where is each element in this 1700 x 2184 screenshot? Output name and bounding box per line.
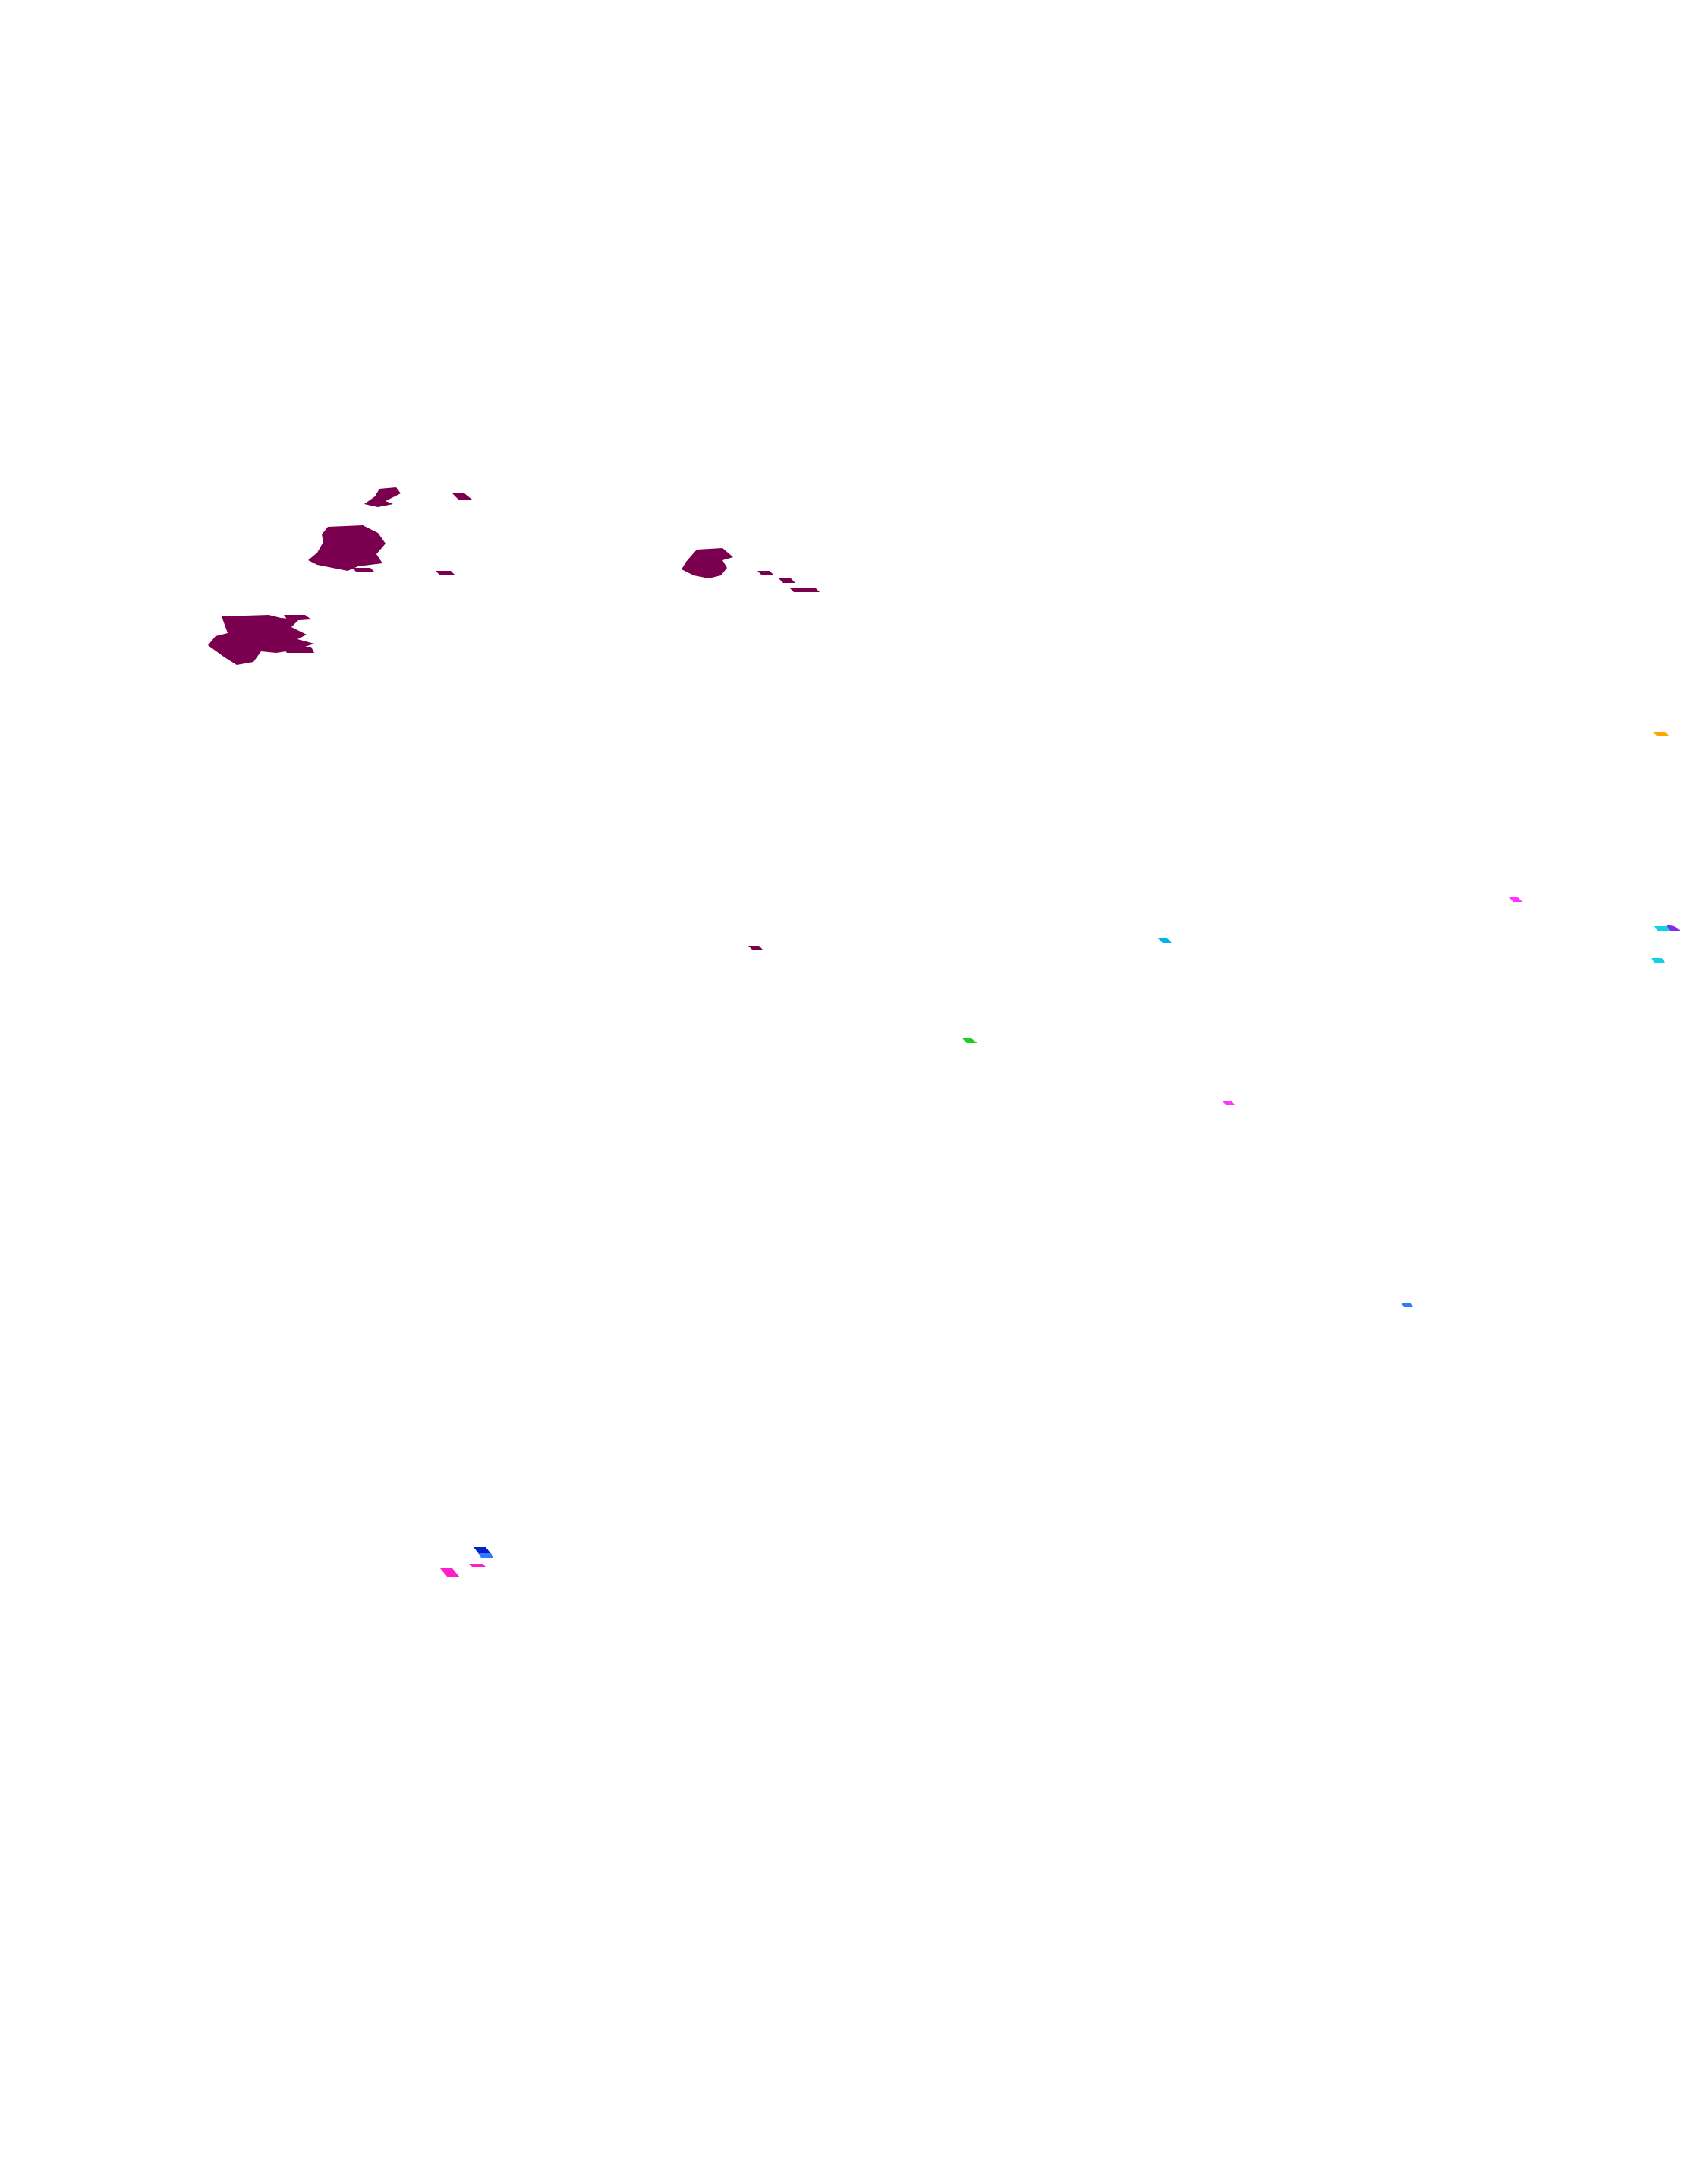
magenta-point xyxy=(1222,1101,1236,1105)
hot-pink-shape xyxy=(440,1568,460,1577)
maroon-shape xyxy=(789,588,820,592)
cyan-point xyxy=(1158,938,1172,943)
cyan-shape xyxy=(1654,926,1670,931)
green-point xyxy=(962,1038,978,1043)
cluster-maroon-mid-left xyxy=(308,525,455,575)
hot-pink-shape xyxy=(469,1564,486,1567)
maroon-shape xyxy=(452,493,472,500)
bottom-left-cluster xyxy=(440,1547,493,1577)
maroon-shape xyxy=(282,647,314,653)
cluster-maroon-large-left xyxy=(208,615,314,665)
maroon-point xyxy=(748,946,763,950)
maroon-shape xyxy=(308,525,386,571)
maroon-shape xyxy=(779,578,795,583)
maroon-shape xyxy=(352,568,375,572)
maroon-shape xyxy=(757,571,774,575)
navy-shape xyxy=(474,1547,492,1555)
cluster-maroon-center xyxy=(682,548,820,592)
violet-shape xyxy=(1667,925,1680,931)
cluster-maroon-top-small xyxy=(364,487,472,507)
maroon-shape xyxy=(682,548,733,578)
maroon-shape xyxy=(436,571,455,575)
cyan-violet-cluster xyxy=(1651,925,1680,963)
blue-point xyxy=(1401,1303,1413,1307)
cyan-shape xyxy=(1651,958,1665,963)
blue-shape xyxy=(478,1553,493,1558)
orange-point xyxy=(1653,732,1670,736)
magenta-point xyxy=(1509,897,1522,902)
maroon-shape xyxy=(364,487,401,507)
maroon-shape xyxy=(284,615,311,621)
maroon-shape xyxy=(208,615,314,665)
